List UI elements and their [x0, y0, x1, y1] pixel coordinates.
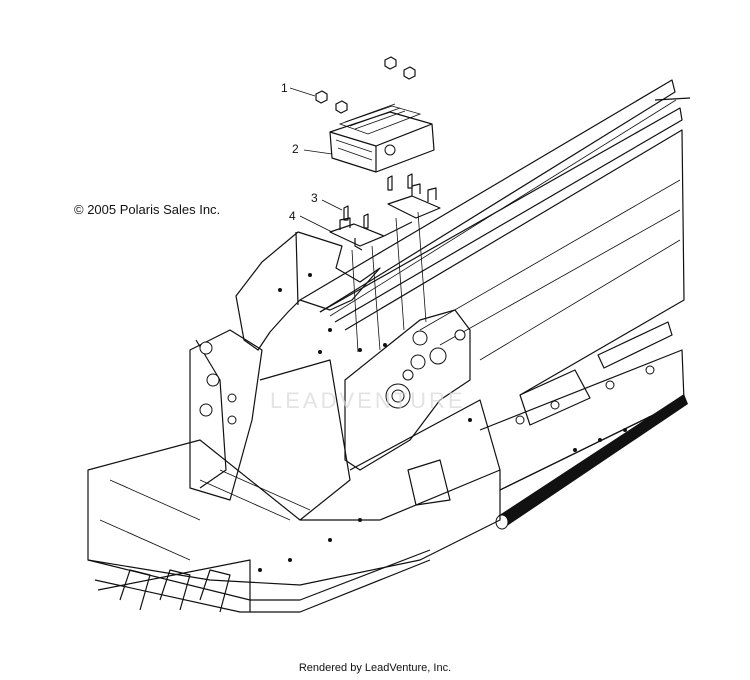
copyright-text: © 2005 Polaris Sales Inc. — [74, 202, 221, 217]
callout-2: 2 — [292, 142, 299, 156]
callout-3: 3 — [311, 191, 318, 205]
footer-credit: Rendered by LeadVenture, Inc. — [298, 662, 452, 674]
callout-labels: 1 2 3 4 — [281, 81, 318, 223]
callout-1: 1 — [281, 81, 288, 95]
electronic-control-module — [303, 103, 435, 173]
callout-4: 4 — [289, 209, 296, 223]
chassis-frame — [87, 79, 691, 613]
chassis-holes — [199, 273, 655, 572]
mounting-bracket — [299, 183, 441, 353]
nut-part — [289, 56, 416, 114]
watermark-text: LEADVENTURE — [270, 388, 466, 413]
